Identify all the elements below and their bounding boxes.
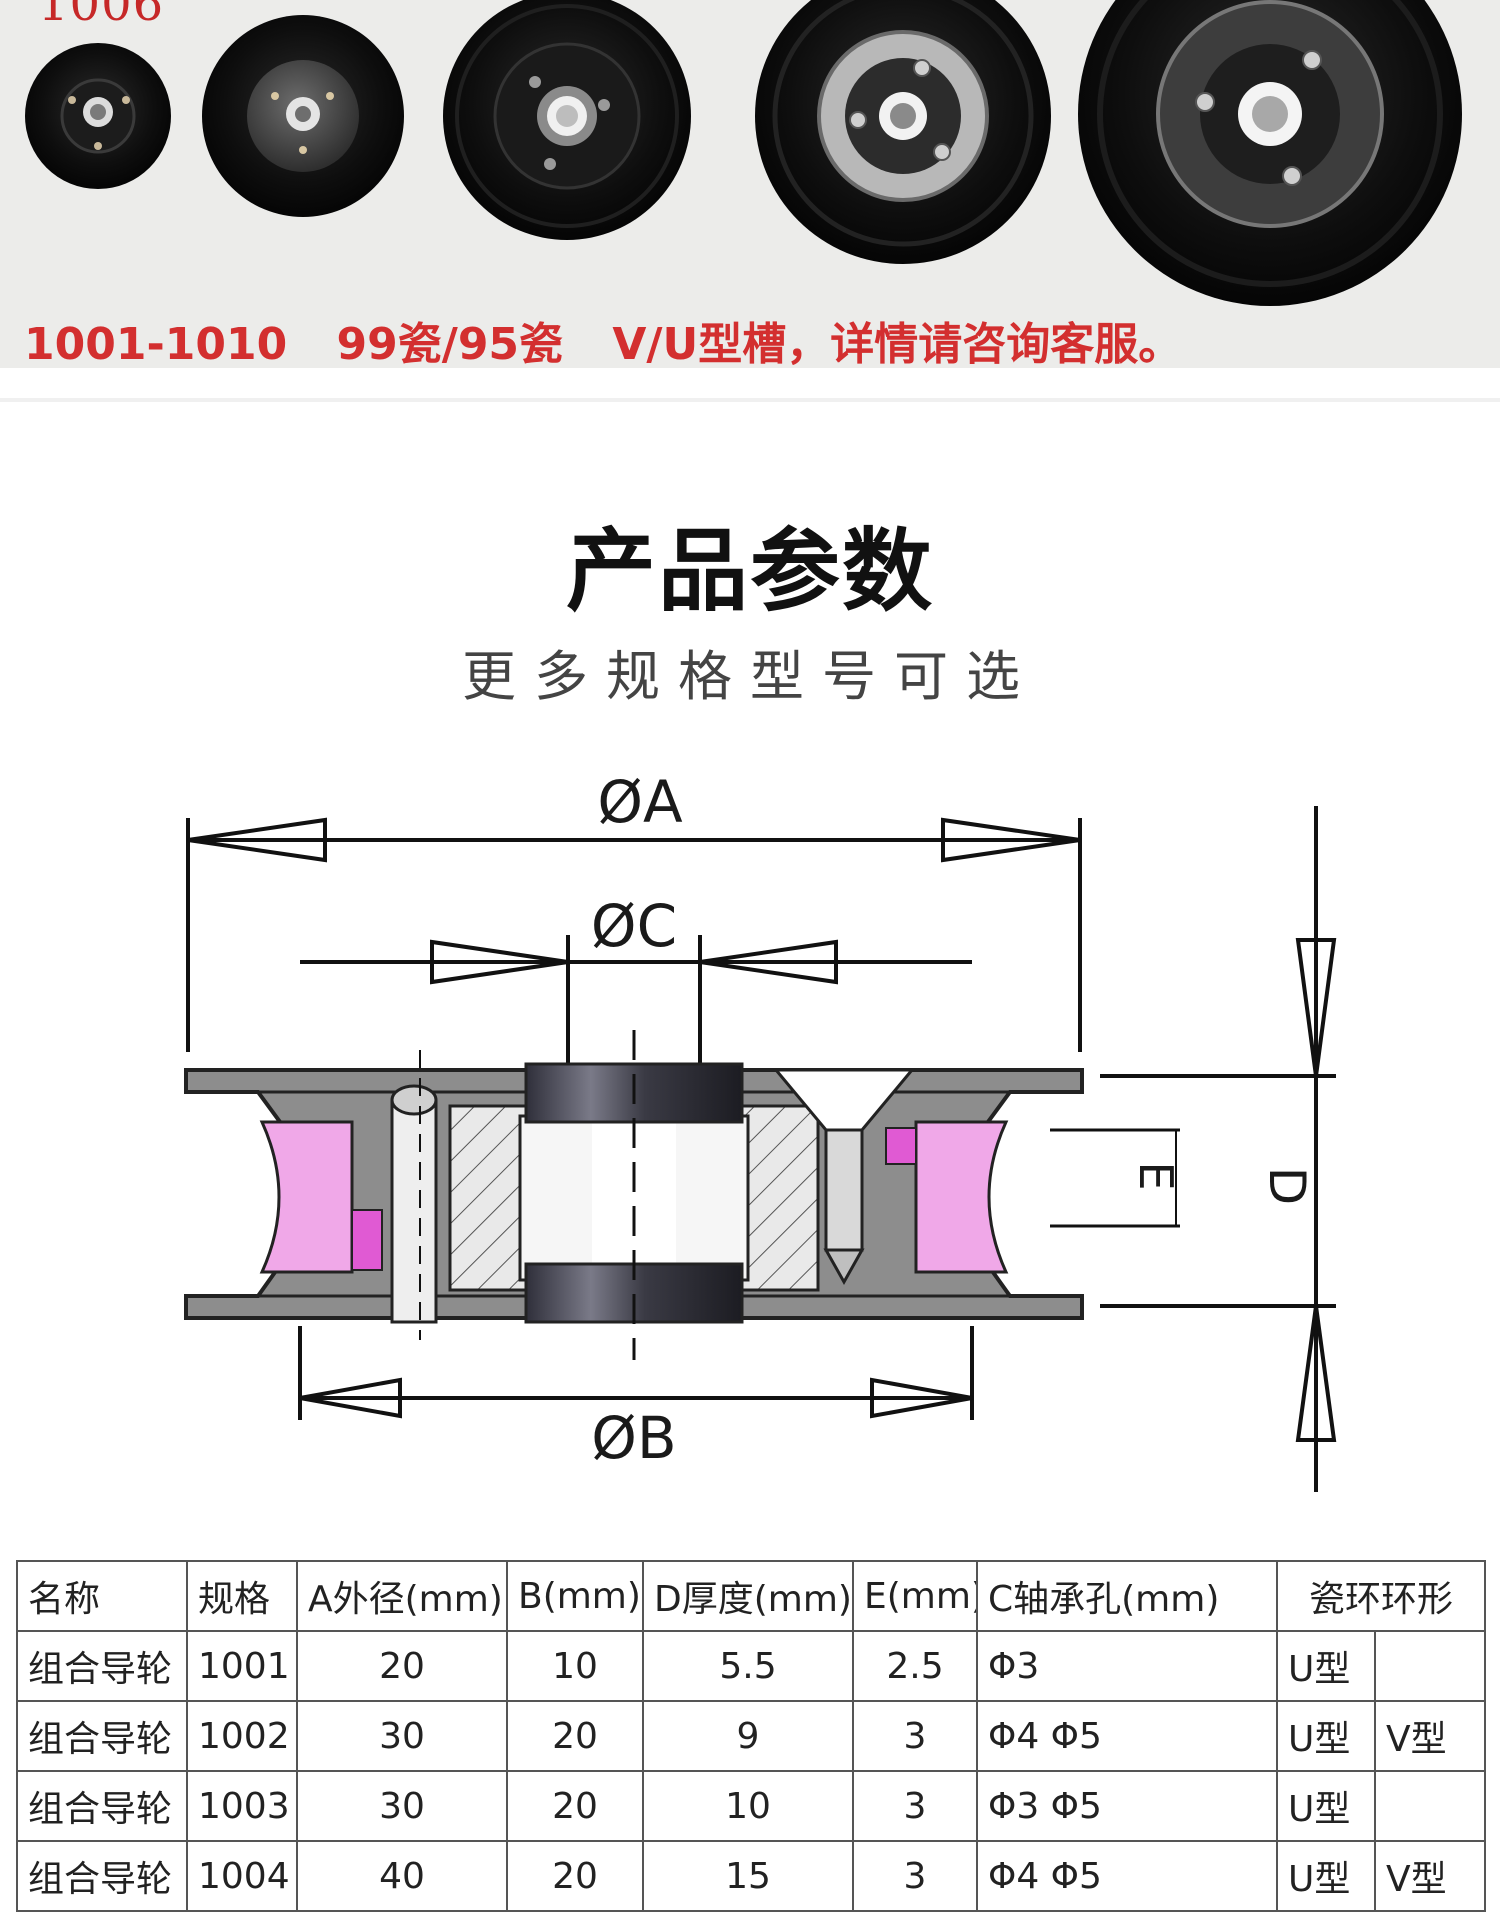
model-tag: 1006 [38, 0, 165, 32]
cell-a: 40 [296, 1840, 508, 1912]
header-ring-shape: 瓷环环形 [1275, 1560, 1487, 1632]
cell-spec: 1002 [186, 1700, 298, 1772]
label-c: ØC [591, 892, 677, 960]
model-range: 1001-1010 [24, 319, 288, 370]
ceramic-grade: 99瓷/95瓷 [336, 319, 564, 370]
cell-a: 30 [296, 1770, 508, 1842]
label-b: ØB [591, 1404, 676, 1472]
cell-d: 10 [642, 1770, 854, 1842]
cell-b: 20 [506, 1770, 644, 1842]
cell-ring-2 [1373, 1770, 1487, 1842]
label-d: D [1258, 1167, 1316, 1206]
dimension-c: ØC [300, 892, 972, 1065]
guide-wheel-photos [25, 0, 1462, 306]
cell-spec: 1001 [186, 1630, 298, 1702]
table-row: 组合导轮 1004 40 20 15 3 Φ4 Φ5 U型 V型 [16, 1840, 1487, 1912]
cell-spec: 1003 [186, 1770, 298, 1842]
table-row: 组合导轮 1002 30 20 9 3 Φ4 Φ5 U型 V型 [16, 1700, 1487, 1772]
cell-c: Φ4 Φ5 [976, 1700, 1278, 1772]
cell-d: 9 [642, 1700, 854, 1772]
cell-e: 3 [852, 1700, 978, 1772]
cell-ring-2: V型 [1373, 1840, 1487, 1912]
wheel-photo-3 [443, 0, 691, 240]
cell-ring-2 [1373, 1630, 1487, 1702]
cell-b: 20 [506, 1700, 644, 1772]
table-row: 组合导轮 1001 20 10 5.5 2.5 Φ3 U型 [16, 1630, 1487, 1702]
wheel-cross-section-diagram: ØA ØC [184, 768, 1337, 1492]
cell-a: 30 [296, 1700, 508, 1772]
label-e: E [1129, 1161, 1183, 1190]
section-divider [0, 398, 1500, 402]
spec-table: 名称 规格 A外径(mm) B(mm) D厚度(mm) E(mm) C轴承孔(m… [16, 1560, 1487, 1912]
header-thickness: D厚度(mm) [642, 1560, 854, 1632]
dimension-b: ØB [298, 1326, 974, 1472]
cell-e: 3 [852, 1840, 978, 1912]
banner-caption: 1001-1010 99瓷/95瓷 V/U型槽，详情请咨询客服。 [24, 308, 1216, 372]
label-a: ØA [597, 768, 683, 836]
cell-ring-1: U型 [1276, 1770, 1376, 1842]
dimension-e: E [1050, 1128, 1183, 1228]
cell-b: 10 [506, 1630, 644, 1702]
cell-a: 20 [296, 1630, 508, 1702]
section-title: 产品参数 [566, 519, 934, 624]
cell-c: Φ3 Φ5 [976, 1770, 1278, 1842]
cell-name: 组合导轮 [16, 1630, 188, 1702]
header-spec: 规格 [186, 1560, 298, 1632]
cell-e: 2.5 [852, 1630, 978, 1702]
cell-ring-2: V型 [1373, 1700, 1487, 1772]
cell-b: 20 [506, 1840, 644, 1912]
cell-c: Φ4 Φ5 [976, 1840, 1278, 1912]
table-row: 组合导轮 1003 30 20 10 3 Φ3 Φ5 U型 [16, 1770, 1487, 1842]
header-e: E(mm) [852, 1560, 978, 1632]
cell-spec: 1004 [186, 1840, 298, 1912]
section-subtitle: 更多规格型号可选 [462, 645, 1038, 708]
cell-d: 15 [642, 1840, 854, 1912]
cell-c: Φ3 [976, 1630, 1278, 1702]
header-name: 名称 [16, 1560, 188, 1632]
cell-ring-1: U型 [1276, 1700, 1376, 1772]
cell-name: 组合导轮 [16, 1840, 188, 1912]
cell-d: 5.5 [642, 1630, 854, 1702]
wheel-photo-1 [25, 43, 171, 189]
wheel-photo-4 [755, 0, 1051, 264]
header-outer-diameter: A外径(mm) [296, 1560, 508, 1632]
cell-name: 组合导轮 [16, 1770, 188, 1842]
wheel-photo-2 [202, 15, 404, 217]
header-b: B(mm) [506, 1560, 644, 1632]
groove-note: V/U型槽，详情请咨询客服。 [612, 319, 1183, 370]
table-header-row: 名称 规格 A外径(mm) B(mm) D厚度(mm) E(mm) C轴承孔(m… [16, 1560, 1487, 1632]
product-banner: 1006 1001-1010 99瓷/95瓷 V/U型槽，详情请咨询客服。 [0, 0, 1500, 370]
cell-ring-1: U型 [1276, 1630, 1376, 1702]
cell-ring-1: U型 [1276, 1840, 1376, 1912]
header-bearing-bore: C轴承孔(mm) [976, 1560, 1278, 1632]
dimension-a: ØA [186, 768, 1082, 1052]
wheel-photo-5 [1078, 0, 1462, 306]
cell-name: 组合导轮 [16, 1700, 188, 1772]
wheel-section-body [184, 1030, 1084, 1360]
dimension-d: D [1100, 806, 1337, 1492]
cell-e: 3 [852, 1770, 978, 1842]
